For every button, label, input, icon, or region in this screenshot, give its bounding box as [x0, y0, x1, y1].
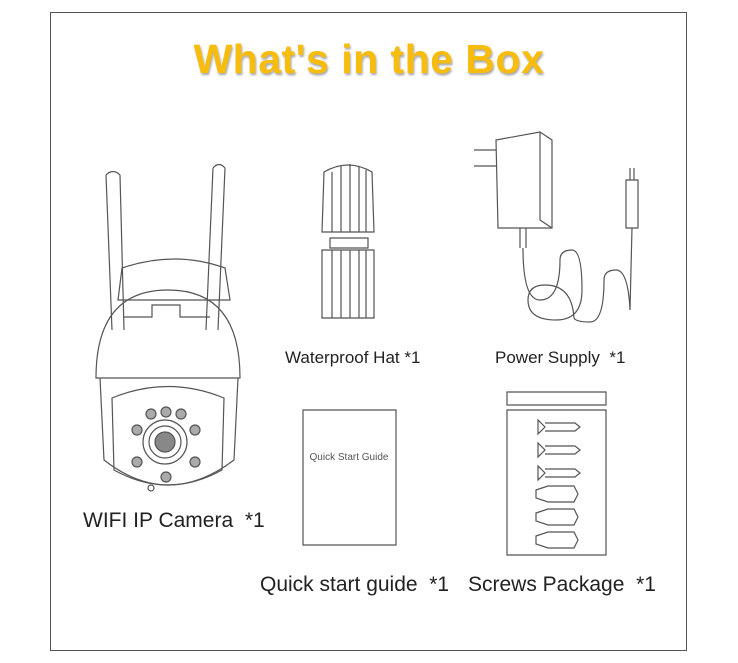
guide-cover-text: Quick Start Guide [309, 452, 389, 463]
item-label-screws-package: Screws Package *1 [468, 573, 656, 596]
page-title: What's in the Box [193, 36, 545, 82]
item-label-power-supply: Power Supply *1 [495, 348, 626, 367]
item-label-camera: WIFI IP Camera *1 [83, 509, 265, 532]
item-label-waterproof-hat: Waterproof Hat *1 [285, 348, 421, 367]
frame [50, 12, 687, 651]
item-label-quick-start-guide: Quick start guide *1 [260, 573, 450, 596]
